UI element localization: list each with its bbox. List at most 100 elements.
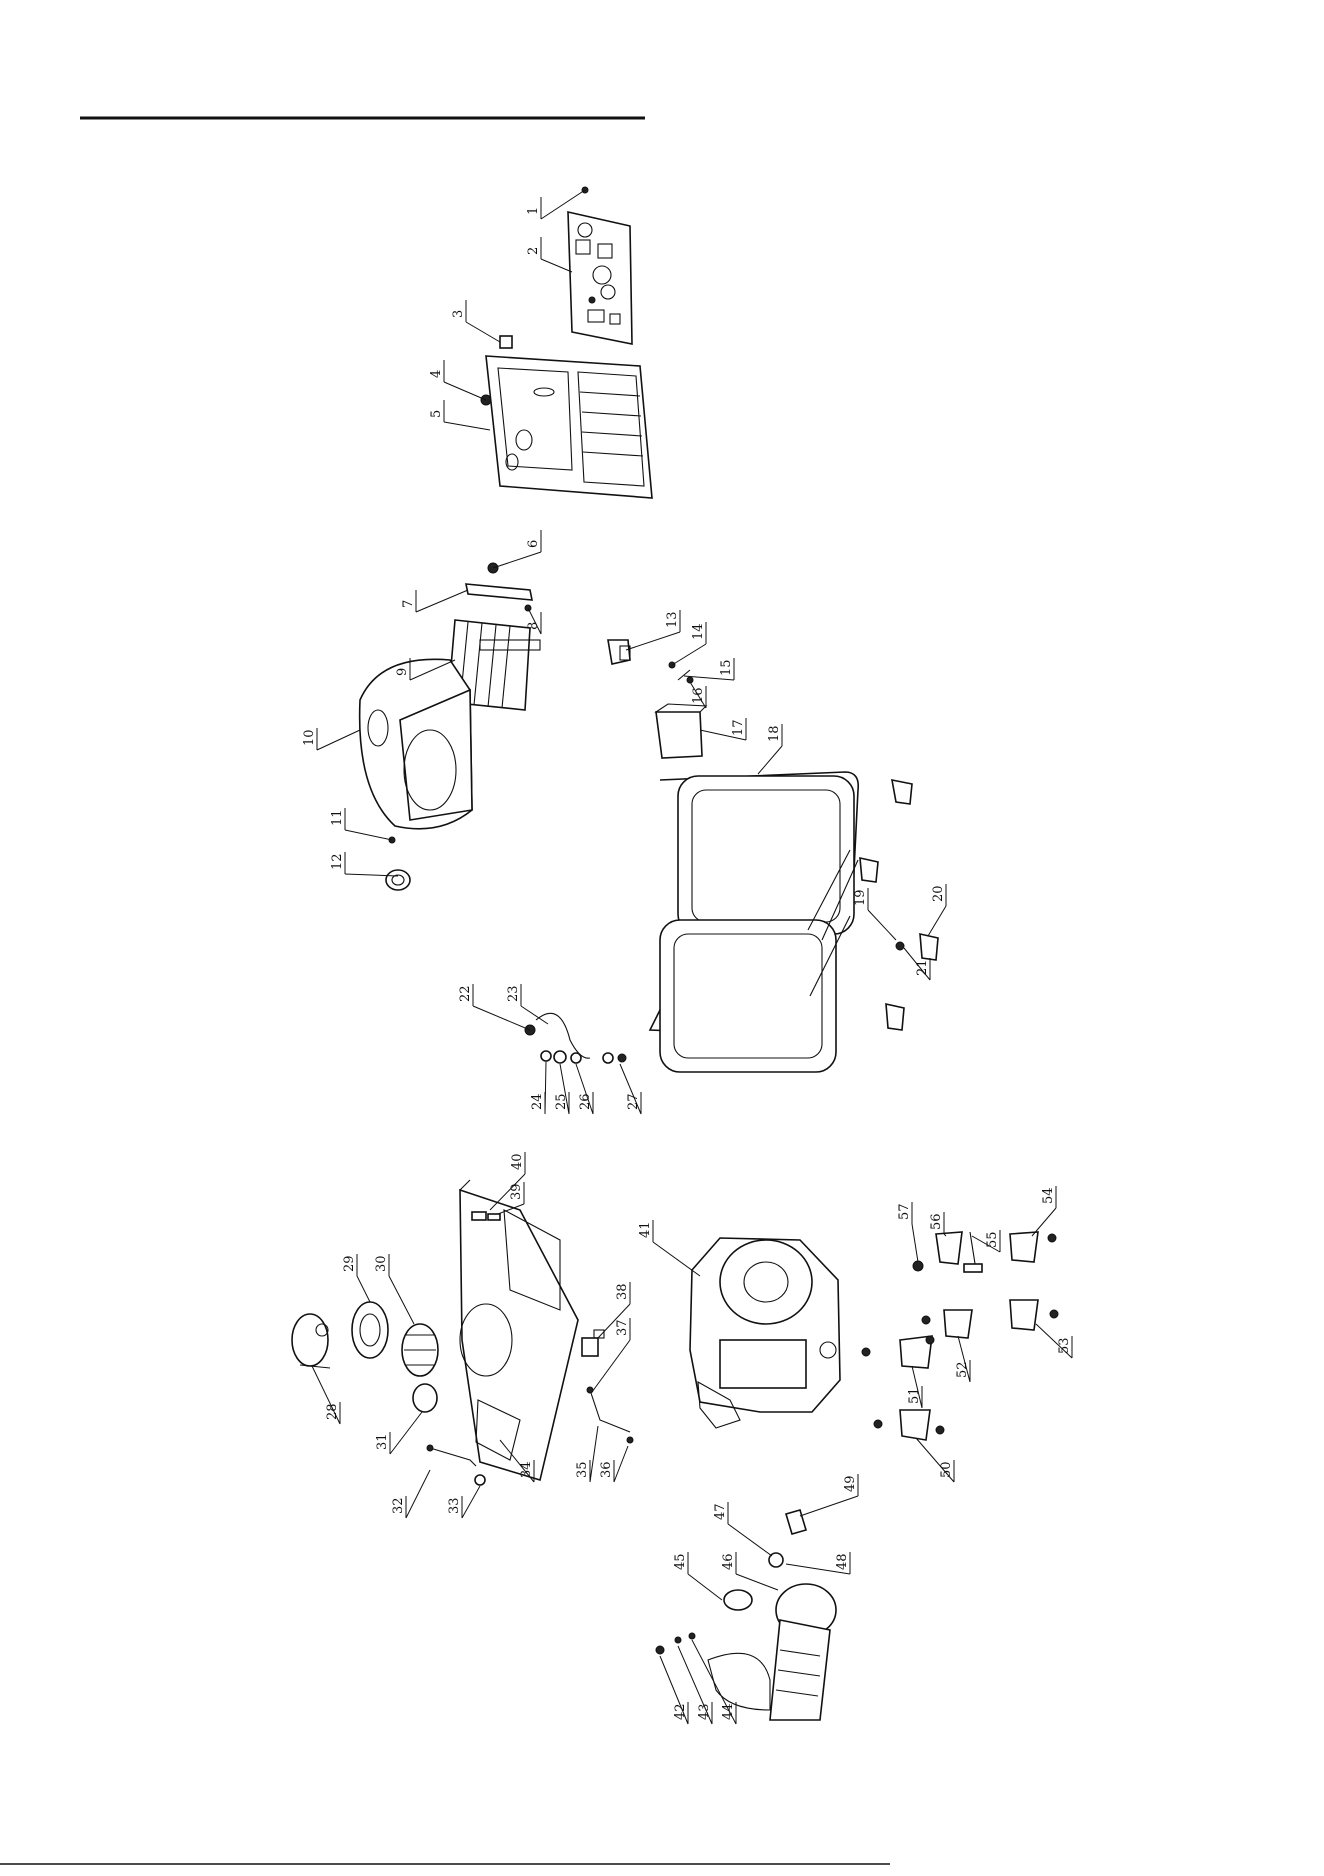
callout-6: 6 <box>526 540 541 548</box>
callout-32: 32 <box>391 1497 406 1514</box>
leader-line-47 <box>728 1524 772 1556</box>
leader-line-36 <box>614 1446 628 1482</box>
part-foot-c <box>886 1004 904 1030</box>
leader-line-31 <box>390 1412 422 1454</box>
callout-47: 47 <box>713 1503 728 1520</box>
callout-57: 57 <box>897 1203 912 1220</box>
part-mount-56 <box>936 1232 962 1264</box>
callout-51: 51 <box>907 1387 922 1404</box>
callout-33: 33 <box>447 1497 462 1514</box>
callout-41: 41 <box>638 1221 653 1238</box>
callout-39: 39 <box>509 1183 524 1200</box>
part-foot-20 <box>896 934 938 960</box>
part-foot-b <box>860 858 878 882</box>
leader-line-33 <box>462 1486 480 1518</box>
leader-line-54 <box>1032 1208 1056 1236</box>
part-frame <box>650 772 858 1072</box>
callout-55: 55 <box>985 1231 1000 1248</box>
callout-54: 54 <box>1041 1187 1056 1204</box>
callout-21: 21 <box>915 959 930 976</box>
callout-50: 50 <box>939 1461 954 1478</box>
part-ring-12 <box>386 870 410 890</box>
callout-34: 34 <box>519 1461 534 1478</box>
callout-4: 4 <box>429 370 444 378</box>
part-mount-53 <box>1010 1300 1058 1330</box>
part-nut-57 <box>913 1261 923 1271</box>
part-bolt-55 <box>964 1232 982 1272</box>
leader-line-41 <box>653 1242 700 1276</box>
leader-line-45 <box>688 1574 722 1600</box>
callout-25: 25 <box>554 1093 569 1110</box>
callout-56: 56 <box>929 1213 944 1230</box>
callout-7: 7 <box>401 600 416 608</box>
leader-line-18 <box>758 746 782 774</box>
callout-10: 10 <box>302 729 317 746</box>
callout-42: 42 <box>673 1703 688 1720</box>
callout-52: 52 <box>955 1361 970 1378</box>
leader-line-19 <box>868 910 896 940</box>
part-front-housing <box>486 356 652 498</box>
callout-5: 5 <box>429 410 444 418</box>
part-mount-54 <box>1010 1232 1056 1262</box>
callout-11: 11 <box>330 809 345 826</box>
leader-line-2 <box>541 259 572 272</box>
part-mount-52 <box>922 1310 972 1344</box>
leader-line-29 <box>357 1276 370 1302</box>
part-switch-13 <box>608 640 630 664</box>
callout-17: 17 <box>731 719 746 736</box>
part-fuel-tank <box>460 1180 578 1480</box>
leader-line-35 <box>590 1426 598 1482</box>
leader-line-11 <box>345 830 392 840</box>
callout-9: 9 <box>395 668 410 676</box>
callout-19: 19 <box>853 889 868 906</box>
part-pipe-35 <box>587 1387 633 1443</box>
leader-line-10 <box>317 730 360 750</box>
part-ring-29 <box>352 1302 388 1358</box>
part-box-17 <box>656 704 706 758</box>
part-fuel-line <box>525 1013 626 1063</box>
part-filter-30 <box>402 1324 438 1376</box>
callout-30: 30 <box>374 1255 389 1272</box>
leader-line-3 <box>466 322 500 342</box>
leader-line-4 <box>444 382 486 400</box>
part-foot-a <box>892 780 912 804</box>
callout-18: 18 <box>767 725 782 742</box>
leader-line-57 <box>912 1224 918 1262</box>
leader-line-20 <box>928 906 946 936</box>
callout-3: 3 <box>451 310 466 318</box>
callout-14: 14 <box>691 623 706 640</box>
leader-line-30 <box>389 1276 414 1324</box>
callout-26: 26 <box>578 1093 593 1110</box>
leader-line-6 <box>493 552 541 568</box>
callout-8: 8 <box>526 622 541 630</box>
callout-12: 12 <box>330 853 345 870</box>
leader-line-13 <box>626 632 680 650</box>
callout-40: 40 <box>510 1153 525 1170</box>
leader-line-7 <box>416 590 468 612</box>
part-control-panel <box>568 212 632 344</box>
part-bracket-7 <box>466 584 532 600</box>
callout-29: 29 <box>342 1255 357 1272</box>
leader-line-14 <box>672 644 706 665</box>
leader-line-46 <box>736 1574 778 1590</box>
callout-44: 44 <box>721 1703 736 1720</box>
part-valve-38 <box>582 1330 604 1356</box>
callout-16: 16 <box>691 687 706 704</box>
callout-1: 1 <box>526 207 541 215</box>
callout-35: 35 <box>575 1461 590 1478</box>
callout-46: 46 <box>721 1553 736 1570</box>
callout-27: 27 <box>626 1093 641 1110</box>
leader-line-32 <box>406 1470 430 1518</box>
part-alternator <box>656 1510 836 1720</box>
part-knob-3 <box>500 336 512 348</box>
part-nut-33 <box>475 1475 485 1485</box>
callout-22: 22 <box>458 985 473 1002</box>
callout-23: 23 <box>506 985 521 1002</box>
callout-24: 24 <box>530 1093 545 1110</box>
callout-13: 13 <box>665 611 680 628</box>
leader-line-22 <box>473 1006 530 1030</box>
part-rod-32 <box>427 1445 476 1466</box>
callout-38: 38 <box>615 1283 630 1300</box>
